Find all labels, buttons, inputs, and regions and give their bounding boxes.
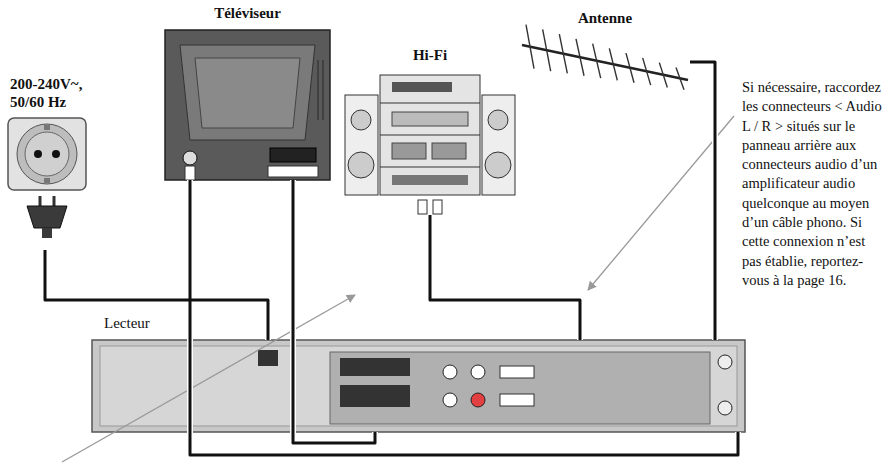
cable: [190, 180, 738, 455]
cable: [690, 62, 715, 340]
cable-outline: [690, 62, 715, 340]
wall-socket: [8, 118, 86, 190]
power-plug: [27, 196, 67, 238]
node-heading: Antenne: [520, 9, 690, 27]
antenna-element: [526, 25, 534, 69]
antenna-element: [626, 53, 634, 83]
note-text: Si nécessaire, raccordez les connecteurs…: [742, 78, 884, 290]
node-heading: Hi-Fi: [345, 46, 515, 64]
player: Lecteur: [92, 340, 745, 432]
cable-outline: [430, 215, 580, 340]
node-heading: Lecteur: [104, 314, 194, 332]
node-heading: Téléviseur: [165, 4, 330, 22]
antenna-element: [676, 67, 684, 89]
antenna-element: [559, 34, 567, 73]
antenna-element: [659, 63, 667, 88]
cable-outline: [190, 180, 738, 455]
cable: [430, 215, 580, 340]
node-heading: 200-240V~, 50/60 Hz: [10, 75, 114, 111]
antenna-element: [593, 44, 601, 78]
antenna-element: [609, 48, 617, 80]
antenna: Antenne: [520, 35, 690, 90]
hifi: Hi-Fi: [345, 72, 515, 215]
antenna-element: [576, 39, 584, 76]
antenna-element: [543, 29, 551, 71]
hifi-system: [345, 75, 515, 214]
television: Téléviseur: [165, 30, 330, 180]
power-socket: 200-240V~, 50/60 Hz: [8, 75, 123, 250]
cable: [45, 250, 268, 340]
leader-line: [62, 295, 355, 462]
cable-outline: [45, 250, 268, 340]
antenna: [522, 25, 688, 90]
antenna-element: [643, 58, 651, 85]
cable: [293, 180, 375, 443]
television: [165, 30, 330, 180]
cable-outline: [293, 180, 375, 443]
